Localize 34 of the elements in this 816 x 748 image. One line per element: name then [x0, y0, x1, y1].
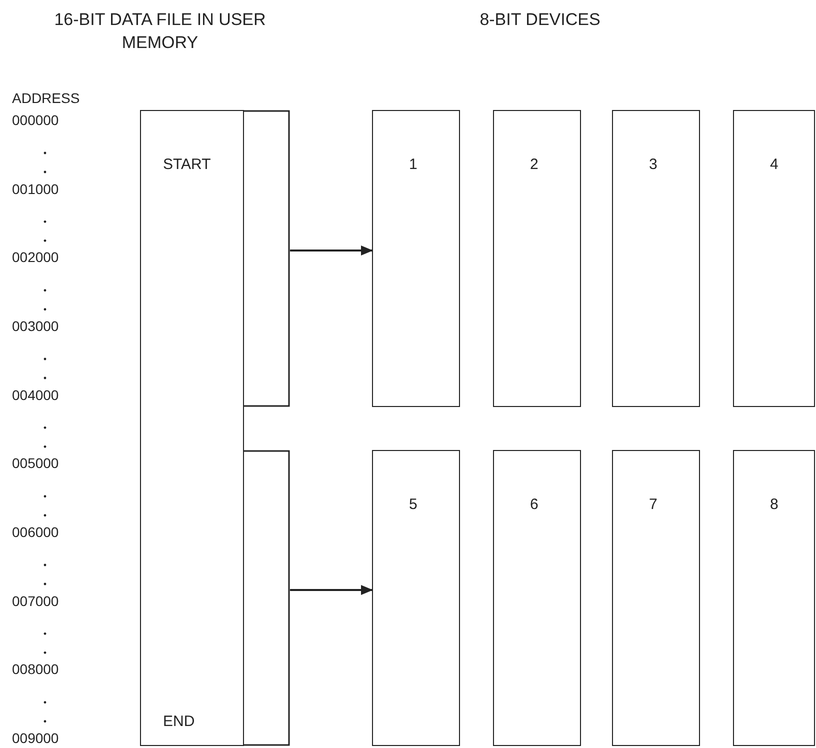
- address-label: 006000: [12, 524, 59, 540]
- device-number: 1: [409, 156, 418, 173]
- address-label: 000000: [12, 112, 59, 128]
- address-label: 009000: [12, 730, 59, 746]
- block-label: END: [163, 713, 195, 730]
- address-label: 005000: [12, 455, 59, 472]
- address-label: 004000: [12, 386, 59, 403]
- device-number: 5: [409, 496, 418, 513]
- device-block: [493, 110, 581, 407]
- device-block: [733, 110, 815, 407]
- column-heading: 8-BIT DEVICES: [478, 9, 602, 31]
- device-block: [372, 110, 460, 407]
- device-block: [493, 450, 581, 746]
- arrow: [290, 246, 373, 256]
- memory-block: [140, 110, 244, 746]
- block-label: START: [163, 156, 211, 173]
- column-heading: ADDRESS: [12, 90, 80, 106]
- device-number: 7: [649, 496, 658, 513]
- column-heading: 16-BIT DATA FILE IN USER MEMORY: [53, 9, 267, 54]
- address-label: 001000: [12, 180, 59, 197]
- device-block: [372, 450, 460, 746]
- address-label: 002000: [12, 249, 59, 266]
- arrow: [290, 585, 373, 595]
- device-block: [612, 110, 700, 407]
- device-block: [733, 450, 815, 746]
- device-number: 3: [649, 156, 658, 173]
- device-number: 8: [770, 496, 778, 513]
- address-label: 008000: [12, 661, 59, 678]
- device-number: 2: [530, 156, 538, 173]
- address-label: 003000: [12, 318, 59, 334]
- address-label: 007000: [12, 592, 59, 609]
- device-number: 4: [770, 156, 778, 173]
- device-block: [612, 450, 700, 746]
- device-number: 6: [530, 496, 538, 513]
